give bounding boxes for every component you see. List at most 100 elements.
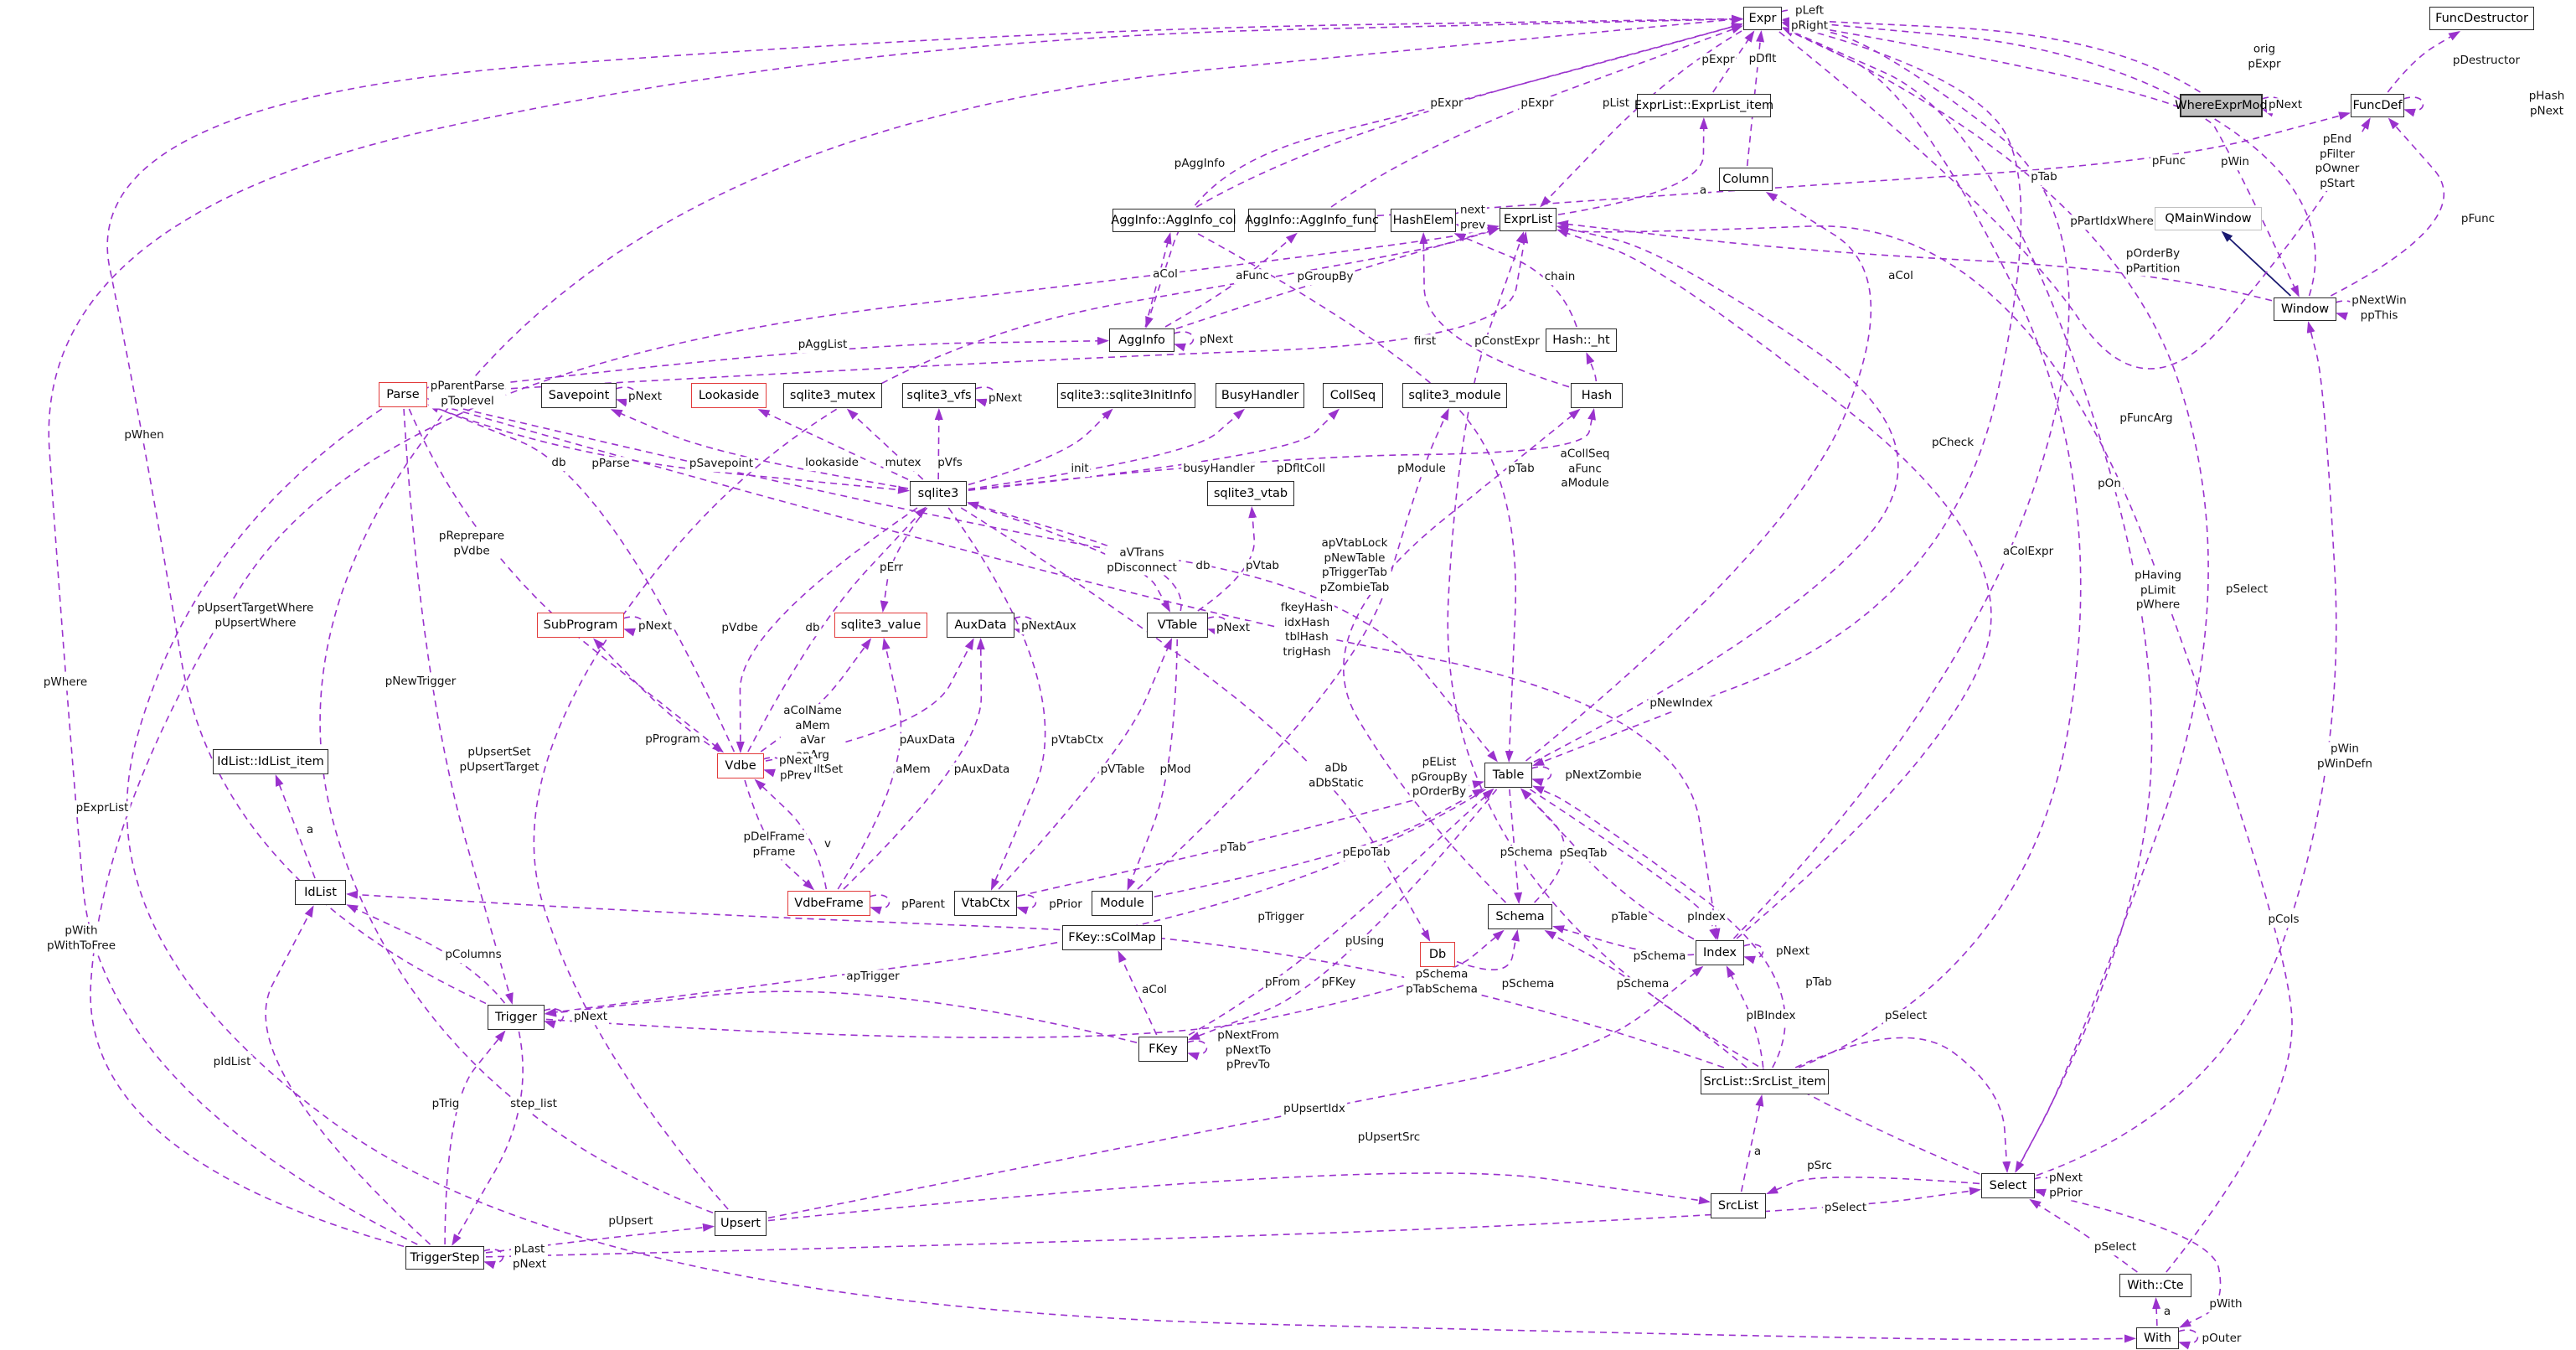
node-window[interactable]: Window bbox=[2274, 297, 2336, 321]
node-vdbe[interactable]: Vdbe bbox=[717, 753, 764, 778]
node-column[interactable]: Column bbox=[1719, 168, 1773, 191]
node-upsert[interactable]: Upsert bbox=[715, 1211, 767, 1236]
node-sqlite3initinfo[interactable]: sqlite3::sqlite3InitInfo bbox=[1057, 383, 1195, 408]
node-exprlist[interactable]: ExprList bbox=[1500, 208, 1556, 231]
edge-label-db-schema: pSchema bbox=[1500, 977, 1556, 992]
node-sqlite3_module[interactable]: sqlite3_module bbox=[1402, 383, 1507, 408]
edge-parse-exprlist bbox=[428, 231, 1529, 395]
node-fkey[interactable]: FKey bbox=[1138, 1037, 1188, 1062]
edge-label-vdbeframe-vdbeframe: pParent bbox=[900, 897, 947, 913]
edge-label-triggerstep-trigger: pTrig bbox=[430, 1097, 462, 1112]
edge-label-vtabctx-vtabctx: pPrior bbox=[1047, 897, 1084, 913]
node-collseq[interactable]: CollSeq bbox=[1323, 383, 1383, 408]
node-whereexprmod[interactable]: WhereExprMod bbox=[2175, 94, 2268, 117]
edge-select-expr bbox=[1782, 27, 2153, 1172]
edge-label-parse-agginfo: pAggList bbox=[796, 338, 849, 353]
node-hash_ht[interactable]: Hash::_ht bbox=[1546, 328, 1617, 352]
edge-label-parse-exprlist: pConstExpr bbox=[1473, 334, 1541, 349]
node-table[interactable]: Table bbox=[1484, 763, 1532, 788]
node-agginfo_col[interactable]: AggInfo::AggInfo_col bbox=[1111, 209, 1236, 232]
edge-label-sqlite3-vtable: aVTrans pDisconnect bbox=[1105, 546, 1179, 576]
edge-savepoint-savepoint bbox=[615, 386, 637, 407]
node-vtabctx[interactable]: VtabCtx bbox=[954, 891, 1017, 916]
node-triggerstep[interactable]: TriggerStep bbox=[405, 1246, 484, 1270]
node-sqlite3_mutex[interactable]: sqlite3_mutex bbox=[783, 383, 882, 408]
edge-label-hash-hashelem: first bbox=[1412, 334, 1438, 349]
node-sqlite3_value[interactable]: sqlite3_value bbox=[834, 613, 927, 638]
node-sqlite3[interactable]: sqlite3 bbox=[910, 481, 967, 506]
edge-select-with bbox=[2036, 1191, 2222, 1328]
node-sqlite3_vtab[interactable]: sqlite3_vtab bbox=[1207, 481, 1294, 506]
node-hash[interactable]: Hash bbox=[1571, 383, 1623, 408]
node-idlist[interactable]: IdList bbox=[295, 880, 346, 905]
edge-label-table-column: aCol bbox=[1887, 269, 1915, 284]
node-trigger[interactable]: Trigger bbox=[488, 1005, 545, 1030]
node-index[interactable]: Index bbox=[1696, 940, 1744, 965]
edge-label-parse-parse: pParentParse pToplevel bbox=[428, 379, 507, 409]
edge-label-schema-hash: fkeyHash idxHash tblHash trigHash bbox=[1278, 600, 1335, 660]
node-agginfo[interactable]: AggInfo bbox=[1109, 328, 1174, 352]
node-vdbeframe[interactable]: VdbeFrame bbox=[787, 891, 870, 916]
edge-with-with_cte bbox=[2152, 1297, 2161, 1327]
edge-label-vdbe-subprogram: pProgram bbox=[643, 732, 702, 747]
node-sqlite3_vfs[interactable]: sqlite3_vfs bbox=[902, 383, 976, 408]
edge-label-parse-index: pNewIndex bbox=[1648, 696, 1715, 711]
edge-label-parse-table: apVtabLock pNewTable pTriggerTab pZombie… bbox=[1318, 535, 1391, 596]
node-with_cte[interactable]: With::Cte bbox=[2119, 1274, 2191, 1297]
edge-agginfo_col-expr bbox=[1195, 23, 1743, 208]
node-select[interactable]: Select bbox=[1981, 1173, 2035, 1198]
edge-vtable-sqlite3_vtab bbox=[1197, 506, 1257, 612]
edge-sqlite3-savepoint bbox=[610, 409, 909, 489]
edge-label-trigger-idlist: pColumns bbox=[443, 948, 503, 963]
edge-label-expr-window: pWin bbox=[2219, 155, 2251, 170]
edge-label-upsert-srclist: pUpsertSrc bbox=[1355, 1130, 1422, 1146]
node-subprogram[interactable]: SubProgram bbox=[537, 613, 624, 638]
node-db[interactable]: Db bbox=[1420, 942, 1455, 967]
node-fkey_scolmap[interactable]: FKey::sColMap bbox=[1062, 925, 1162, 950]
edge-label-exprlist_item-expr: pExpr bbox=[1700, 53, 1737, 68]
edge-vtabctx-vtabctx bbox=[1015, 894, 1037, 915]
node-parse[interactable]: Parse bbox=[379, 382, 427, 407]
node-exprlist_item[interactable]: ExprList::ExprList_item bbox=[1634, 94, 1773, 117]
edge-label-expr-table: pTab bbox=[2029, 170, 2059, 185]
edge-label-agginfo-agginfo_col: aCol bbox=[1151, 267, 1180, 282]
node-busyhandler[interactable]: BusyHandler bbox=[1216, 383, 1304, 408]
edge-fkey-fkey bbox=[1186, 1040, 1208, 1061]
node-qmainwindow[interactable]: QMainWindow bbox=[2155, 207, 2262, 230]
edge-select-exprlist bbox=[1447, 231, 1980, 1175]
node-with[interactable]: With bbox=[2136, 1327, 2179, 1349]
node-agginfo_func[interactable]: AggInfo::AggInfo_func bbox=[1245, 209, 1379, 232]
edge-label-exprlist-exprlist_item: a bbox=[1697, 184, 1709, 199]
node-funcdef[interactable]: FuncDef bbox=[2351, 94, 2404, 117]
edge-with_cte-exprlist bbox=[1556, 225, 2293, 1273]
edge-label-expr-exprlist: pList bbox=[1600, 96, 1632, 111]
edge-label-select-srclist: pSrc bbox=[1805, 1159, 1834, 1174]
edge-vdbe-vdbe bbox=[762, 757, 784, 778]
edge-expr-funcdef bbox=[1778, 31, 2371, 370]
node-savepoint[interactable]: Savepoint bbox=[541, 383, 617, 408]
node-lookaside[interactable]: Lookaside bbox=[691, 383, 767, 408]
edge-srclist_item-idlist bbox=[346, 890, 1725, 1068]
node-srclist[interactable]: SrcList bbox=[1711, 1193, 1766, 1218]
edge-trigger-trigger bbox=[543, 1008, 565, 1029]
edge-index-index bbox=[1742, 944, 1764, 965]
node-hashelem[interactable]: HashElem bbox=[1391, 209, 1456, 232]
node-schema[interactable]: Schema bbox=[1488, 904, 1552, 929]
edge-label-agginfo_col-expr: pExpr bbox=[1428, 96, 1465, 111]
node-idlist_item[interactable]: IdList::IdList_item bbox=[213, 749, 328, 774]
node-funcdestructor[interactable]: FuncDestructor bbox=[2429, 7, 2534, 30]
node-expr[interactable]: Expr bbox=[1743, 7, 1782, 30]
edge-label-sqlite3-sqlite3_value: pErr bbox=[878, 561, 905, 576]
edge-label-sqlite3-vdbe: pVdbe bbox=[720, 621, 760, 636]
node-module[interactable]: Module bbox=[1092, 891, 1153, 916]
edge-sqlite3-vdbe bbox=[736, 507, 918, 753]
edge-label-trigger-triggerstep: step_list bbox=[508, 1097, 559, 1112]
edge-exprlist-exprlist_item bbox=[1557, 117, 1708, 215]
edge-upsert-index bbox=[767, 965, 1704, 1219]
edge-label-srclist_item-expr: pOn bbox=[2096, 477, 2123, 492]
edge-expr-agginfo bbox=[1145, 23, 1742, 328]
node-srclist_item[interactable]: SrcList::SrcList_item bbox=[1701, 1069, 1829, 1094]
node-vtable[interactable]: VTable bbox=[1147, 613, 1208, 638]
edge-label-column-expr: pDflt bbox=[1747, 52, 1778, 67]
node-auxdata[interactable]: AuxData bbox=[947, 613, 1014, 638]
